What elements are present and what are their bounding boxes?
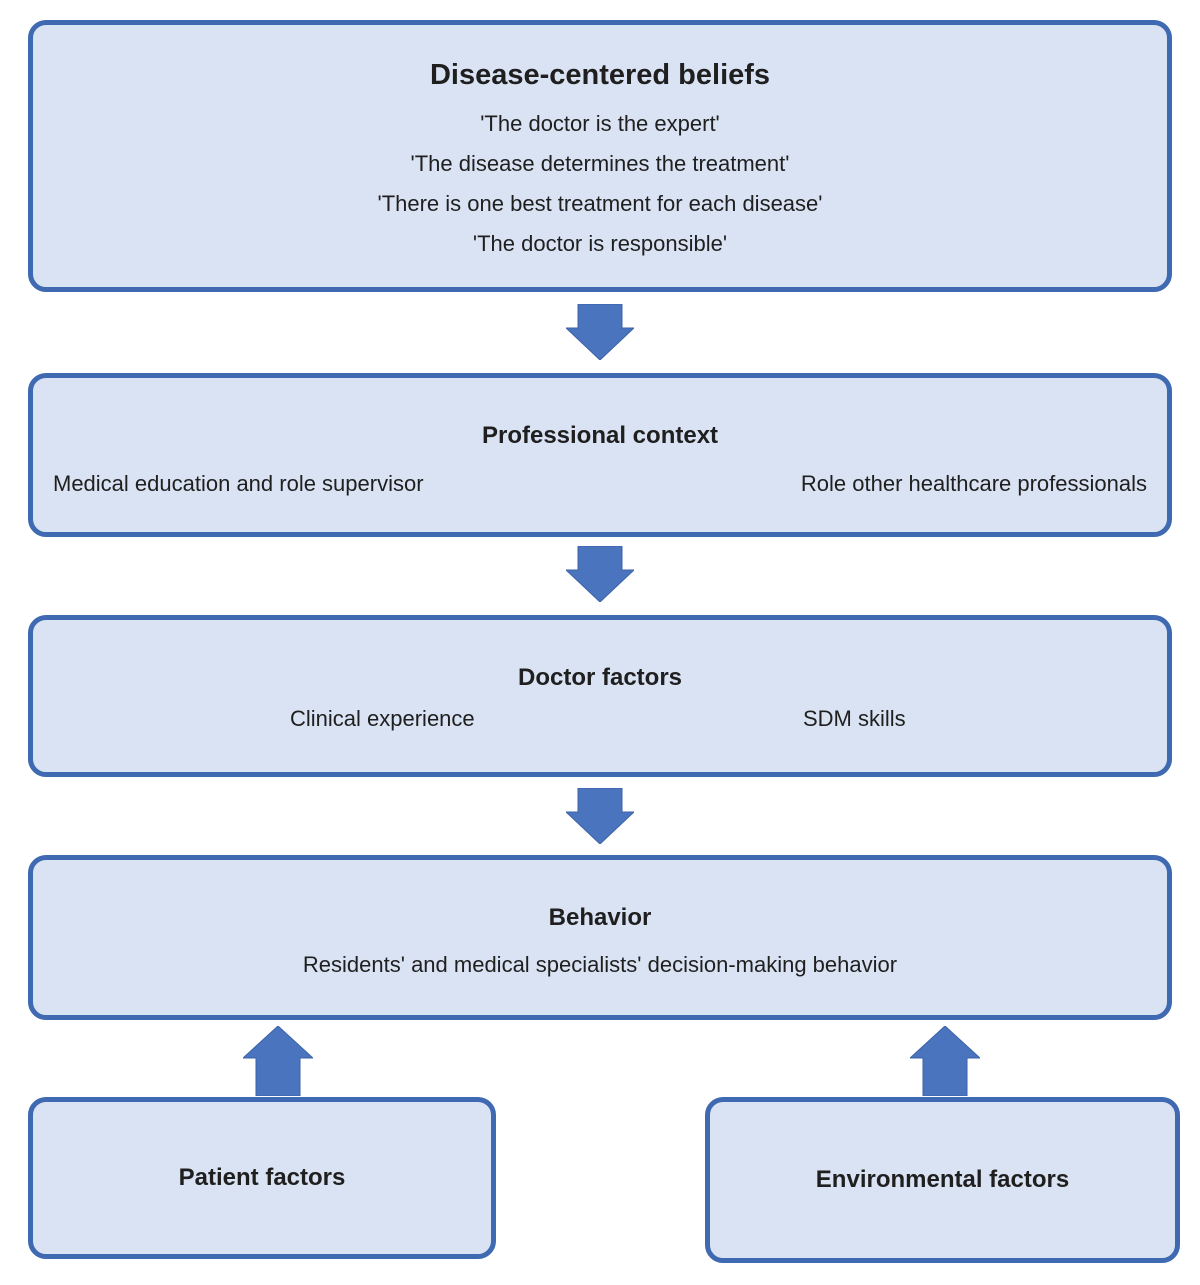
patient-factors-box: Patient factors — [28, 1097, 496, 1259]
belief-item: 'There is one best treatment for each di… — [377, 191, 823, 216]
disease-centered-beliefs-list: 'The doctor is the expert' 'The disease … — [33, 104, 1167, 264]
professional-context-left-item: Medical education and role supervisor — [53, 471, 424, 496]
doctor-factors-title: Doctor factors — [517, 664, 683, 691]
professional-context-right-item: Role other healthcare professionals — [800, 471, 1147, 496]
disease-centered-beliefs-title: Disease-centered beliefs — [429, 59, 771, 91]
doctor-factors-left-item: Clinical experience — [290, 706, 475, 731]
behavior-box: Behavior Residents' and medical speciali… — [28, 855, 1172, 1020]
patient-factors-title: Patient factors — [178, 1164, 346, 1191]
doctor-factors-box: Doctor factors Clinical experience SDM s… — [28, 615, 1172, 777]
professional-context-box: Professional context Medical education a… — [28, 373, 1172, 537]
professional-context-items: Medical education and role supervisor Ro… — [33, 471, 1167, 497]
environmental-factors-box: Environmental factors — [705, 1097, 1180, 1263]
arrow-down-icon — [566, 546, 634, 602]
arrow-up-icon — [243, 1026, 313, 1096]
environmental-factors-title: Environmental factors — [815, 1166, 1070, 1193]
professional-context-title: Professional context — [481, 422, 719, 449]
disease-centered-beliefs-box: Disease-centered beliefs 'The doctor is … — [28, 20, 1172, 292]
arrow-down-icon — [566, 304, 634, 360]
arrow-down-icon — [566, 788, 634, 844]
behavior-subtitle: Residents' and medical specialists' deci… — [302, 952, 898, 977]
behavior-title: Behavior — [548, 904, 652, 931]
arrow-up-icon — [910, 1026, 980, 1096]
doctor-factors-right-item: SDM skills — [803, 706, 906, 731]
belief-item: 'The doctor is the expert' — [480, 111, 720, 136]
belief-item: 'The doctor is responsible' — [472, 231, 728, 256]
belief-item: 'The disease determines the treatment' — [410, 151, 790, 176]
